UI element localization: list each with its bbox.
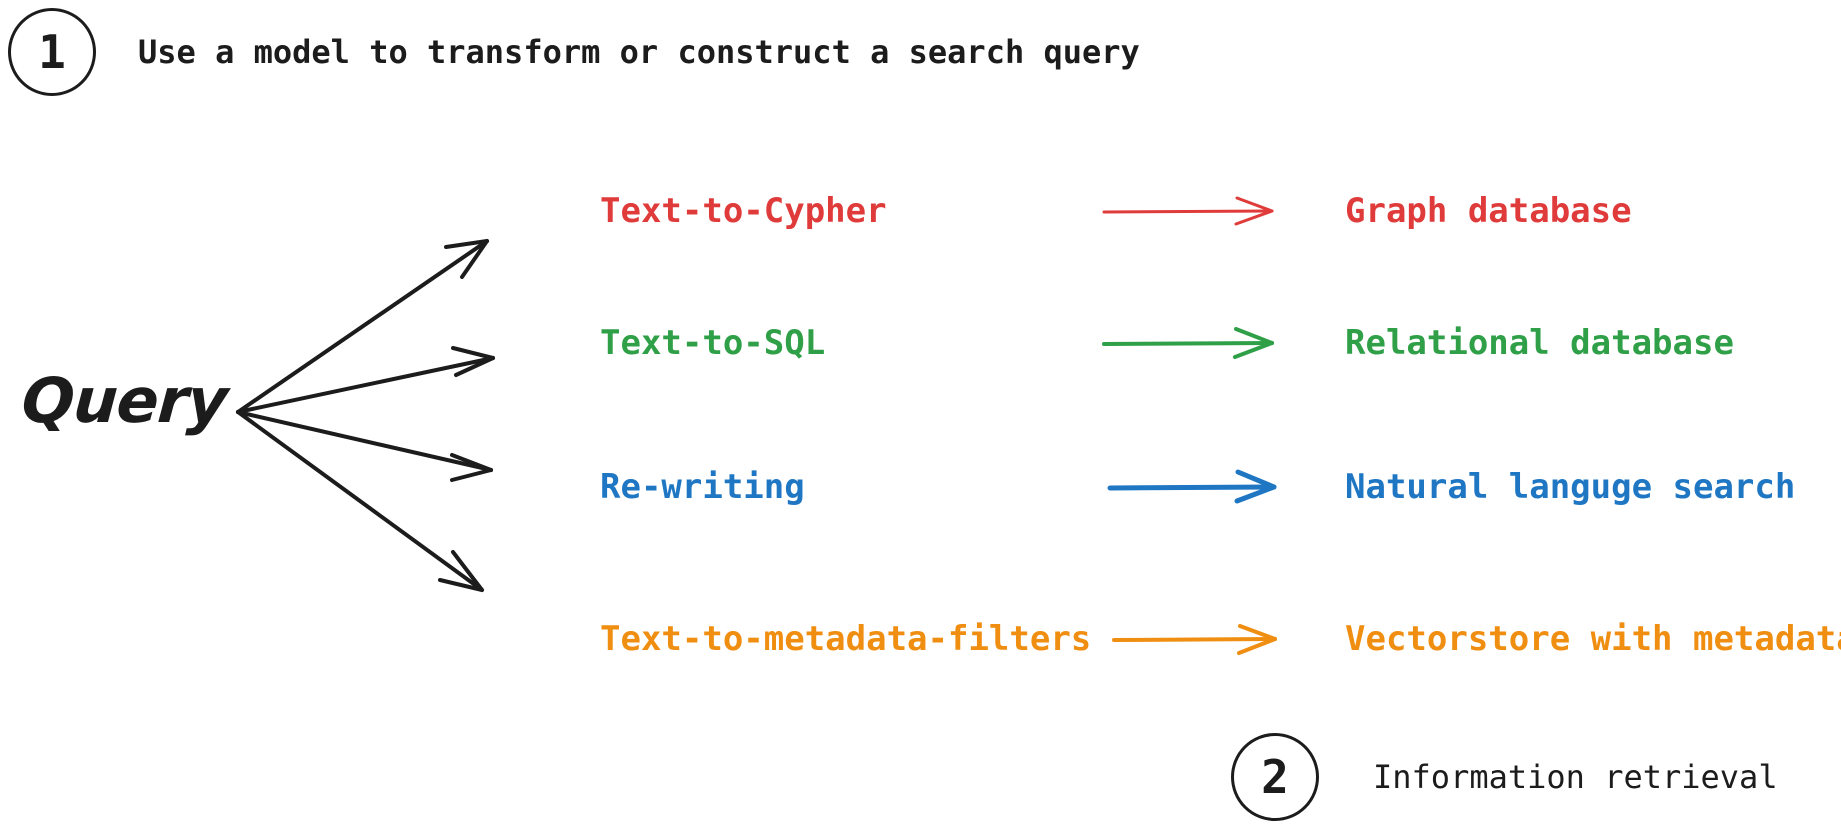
target-label-vectorstore-with-metadata: Vectorstore with metadata <box>1345 619 1841 659</box>
fan-branch-4 <box>236 410 484 592</box>
arrow-text-to-metadata-filters <box>1112 624 1277 655</box>
arrow-text-to-cypher <box>1102 196 1274 226</box>
step-1-badge: 1 <box>8 8 96 96</box>
step-1-label: Use a model to transform or construct a … <box>138 33 1140 71</box>
arrow-text-to-sql <box>1102 327 1274 359</box>
row-arrows <box>1102 196 1277 655</box>
target-label-graph-database: Graph database <box>1345 191 1632 231</box>
fan-branch-1 <box>236 239 489 414</box>
method-label-text-to-cypher: Text-to-Cypher <box>600 191 887 231</box>
method-label-text-to-metadata-filters: Text-to-metadata-filters <box>600 619 1092 659</box>
step-1: 1 Use a model to transform or construct … <box>8 8 1140 96</box>
step-2: 2 Information retrieval <box>1231 733 1778 821</box>
target-label-relational-database: Relational database <box>1345 323 1734 363</box>
step-2-label: Information retrieval <box>1373 758 1778 796</box>
arrow-re-writing <box>1107 469 1277 504</box>
step-1-number: 1 <box>38 25 66 79</box>
step-2-badge: 2 <box>1231 733 1319 821</box>
query-fanout-arrows <box>236 239 495 592</box>
fan-branch-2 <box>236 346 495 414</box>
query-source-label: Query <box>19 364 230 437</box>
method-label-re-writing: Re-writing <box>600 467 805 507</box>
target-label-natural-language-search: Natural languge search <box>1345 467 1796 507</box>
step-2-number: 2 <box>1261 750 1289 804</box>
method-label-text-to-sql: Text-to-SQL <box>600 323 826 363</box>
fan-branch-3 <box>236 410 493 482</box>
